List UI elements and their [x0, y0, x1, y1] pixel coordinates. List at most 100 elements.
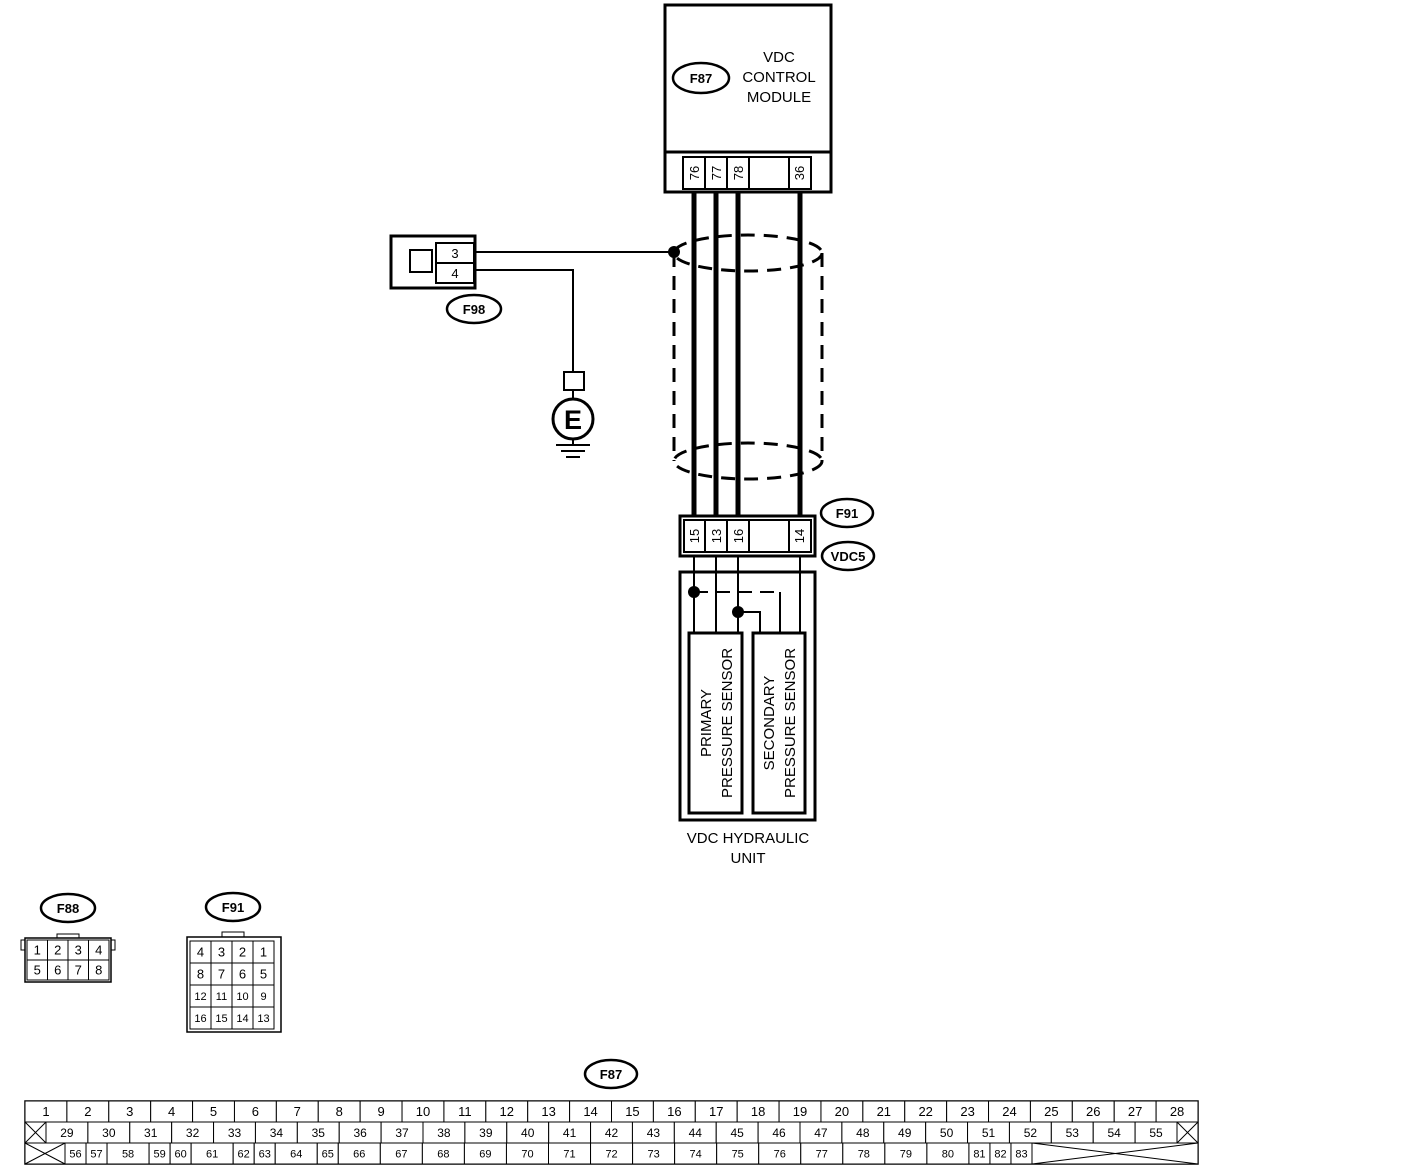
f87-pin-30: 30 — [102, 1126, 116, 1140]
f87-pin-37: 37 — [395, 1126, 409, 1140]
f87-pin-72: 72 — [605, 1148, 617, 1160]
f87-pin-25: 25 — [1044, 1104, 1058, 1119]
f91-pin-2: 2 — [239, 945, 246, 960]
shield-drain-wires — [474, 251, 674, 372]
module-label-line-1: VDC — [763, 49, 795, 66]
hu-tag-f91: F91 — [836, 506, 858, 521]
ground-tag-oval — [445, 293, 503, 325]
hu-tag-oval-f91 — [819, 497, 875, 529]
f91-pin-5: 5 — [260, 967, 267, 982]
module-label-line-3: MODULE — [747, 89, 811, 106]
f87-pin-24: 24 — [1002, 1104, 1016, 1119]
f87-pin-38: 38 — [437, 1126, 451, 1140]
f91-pin-9: 9 — [260, 991, 266, 1003]
f87-pin-7: 7 — [294, 1104, 301, 1119]
f91-pin-1: 1 — [260, 945, 267, 960]
f87-pin-65: 65 — [322, 1148, 334, 1160]
f87-pin-70: 70 — [521, 1148, 533, 1160]
f87-pin-59: 59 — [153, 1148, 165, 1160]
secondary-sensor-line-1: SECONDARY — [761, 676, 778, 771]
hydraulic-unit-label-1: VDC HYDRAULIC — [687, 830, 810, 847]
f91-pin-3: 3 — [218, 945, 225, 960]
secondary-sensor-line-2: PRESSURE SENSOR — [782, 648, 799, 798]
module-pin-77: 77 — [709, 166, 724, 180]
hydraulic-unit-label-2: UNIT — [731, 850, 766, 867]
f87-pin-58: 58 — [122, 1148, 134, 1160]
f87-pin-41: 41 — [563, 1126, 577, 1140]
secondary-pressure-sensor — [751, 631, 807, 815]
f87-pin-12: 12 — [500, 1104, 514, 1119]
f87-pin-74: 74 — [690, 1148, 702, 1160]
ground-point: E — [551, 371, 595, 458]
f87-pin-83: 83 — [1015, 1148, 1027, 1160]
f91-pin-14: 14 — [236, 1013, 248, 1025]
hu-tag-oval-vdc5 — [820, 540, 876, 572]
f87-pin-27: 27 — [1128, 1104, 1142, 1119]
f87-pin-49: 49 — [898, 1126, 912, 1140]
f91-pin-6: 6 — [239, 967, 246, 982]
f87-pin-82: 82 — [994, 1148, 1006, 1160]
f91-pin-16: 16 — [194, 1013, 206, 1025]
f91-pin-15: 15 — [215, 1013, 227, 1025]
f87-pin-17: 17 — [709, 1104, 723, 1119]
f87-pin-15: 15 — [625, 1104, 639, 1119]
f87-pin-53: 53 — [1066, 1126, 1080, 1140]
f87-pin-19: 19 — [793, 1104, 807, 1119]
f91-pin-4: 4 — [197, 945, 204, 960]
vdc-control-module: F87 VDC CONTROL MODULE 76 77 78 36 — [663, 3, 833, 194]
f91-pin-10: 10 — [236, 991, 248, 1003]
f88-pin-3: 3 — [75, 943, 82, 958]
f87-blank-left — [24, 1121, 47, 1144]
f87-pin-13: 13 — [541, 1104, 555, 1119]
f87-pin-40: 40 — [521, 1126, 535, 1140]
hu-pin-14: 14 — [792, 529, 807, 543]
f87-pin-62: 62 — [238, 1148, 250, 1160]
f87-pin-67: 67 — [395, 1148, 407, 1160]
f87-pin-29: 29 — [60, 1126, 74, 1140]
f87-pin-63: 63 — [259, 1148, 271, 1160]
f87-pin-33: 33 — [228, 1126, 242, 1140]
f87-pin-61: 61 — [206, 1148, 218, 1160]
f87-blank-row3-left — [24, 1142, 66, 1165]
f87-pin-5: 5 — [210, 1104, 217, 1119]
harness-wires — [691, 192, 803, 516]
f91-pin-12: 12 — [194, 991, 206, 1003]
f87-pin-31: 31 — [144, 1126, 158, 1140]
f87-pin-2: 2 — [84, 1104, 91, 1119]
f87-pin-68: 68 — [437, 1148, 449, 1160]
f87-pin-78: 78 — [858, 1148, 870, 1160]
f87-pin-79: 79 — [900, 1148, 912, 1160]
f87-pin-69: 69 — [479, 1148, 491, 1160]
f87-pin-3: 3 — [126, 1104, 133, 1119]
f87-pin-81: 81 — [973, 1148, 985, 1160]
shield-splice-point — [668, 246, 680, 258]
f87-pin-77: 77 — [816, 1148, 828, 1160]
hu-pin-15: 15 — [687, 529, 702, 543]
f87-pin-44: 44 — [689, 1126, 703, 1140]
f87-pin-10: 10 — [416, 1104, 430, 1119]
module-pin-76: 76 — [687, 166, 702, 180]
f87-pin-36: 36 — [353, 1126, 367, 1140]
f87-pin-71: 71 — [563, 1148, 575, 1160]
f87-pin-18: 18 — [751, 1104, 765, 1119]
f87-pin-46: 46 — [772, 1126, 786, 1140]
f87-pin-48: 48 — [856, 1126, 870, 1140]
f87-pin-51: 51 — [982, 1126, 996, 1140]
f88-pin-4: 4 — [95, 943, 102, 958]
f87-pin-50: 50 — [940, 1126, 954, 1140]
f88-pin-1: 1 — [34, 943, 41, 958]
f87-pin-55: 55 — [1149, 1126, 1163, 1140]
primary-sensor-line-2: PRESSURE SENSOR — [719, 648, 736, 798]
module-tag: F87 — [690, 71, 712, 86]
f87-blank-row3-right — [1031, 1142, 1199, 1165]
f87-blank-right — [1176, 1121, 1199, 1144]
f87-pin-11: 11 — [458, 1104, 472, 1119]
legend-f87-tag: F87 — [600, 1067, 622, 1082]
module-pin-78: 78 — [731, 166, 746, 180]
f87-pin-9: 9 — [377, 1104, 384, 1119]
f87-pin-34: 34 — [270, 1126, 284, 1140]
f87-pin-21: 21 — [877, 1104, 891, 1119]
